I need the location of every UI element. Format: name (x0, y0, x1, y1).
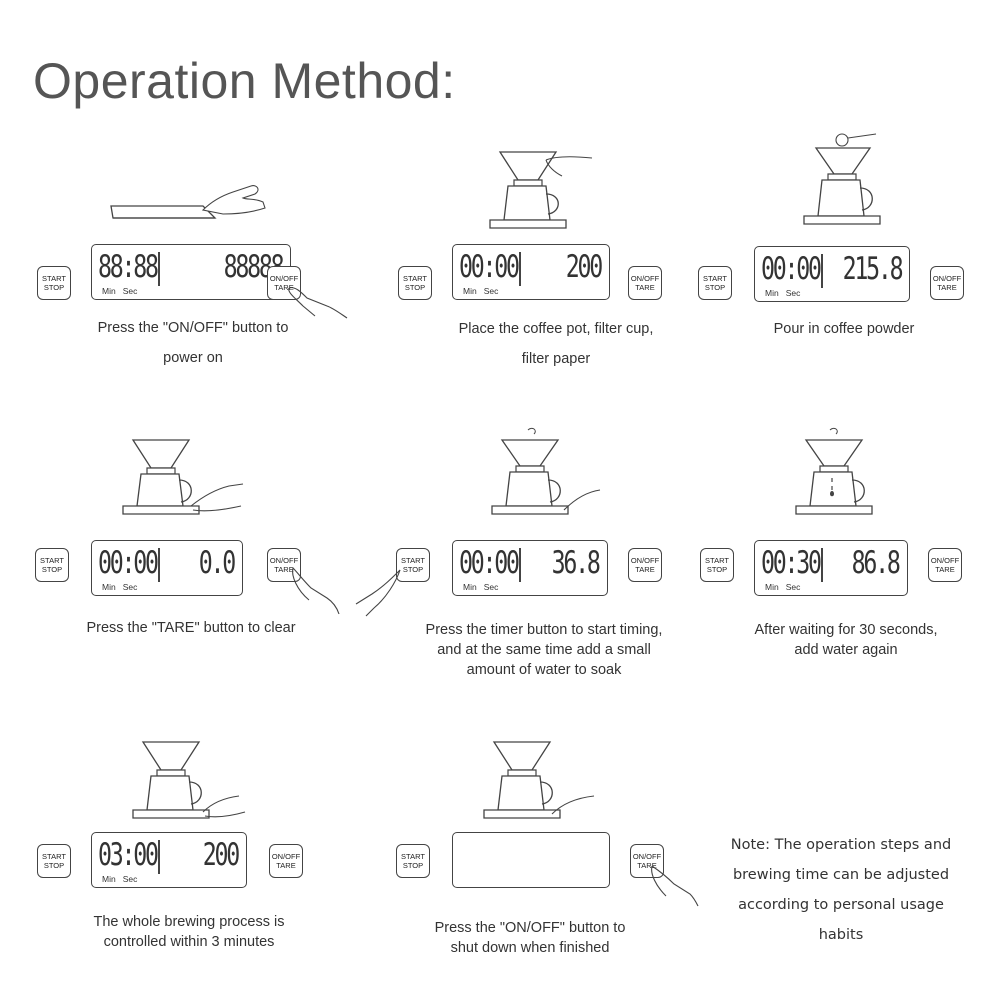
lcd-weight: 200 (202, 837, 241, 873)
lcd-time: 00:00 (761, 251, 822, 287)
lcd-time: 00:30 (761, 545, 822, 581)
lcd-time: 00:00 (459, 545, 520, 581)
pot-on-scale-illustration (396, 150, 716, 260)
lcd-time: 88:88 (98, 249, 159, 285)
pot-on-scale-illustration (380, 732, 700, 842)
pot-on-scale-illustration (33, 432, 353, 542)
pot-on-scale-illustration (33, 732, 353, 842)
pointing-hand-icon (646, 860, 700, 910)
lcd-time: 03:00 (98, 837, 159, 873)
lcd-time: 00:00 (459, 249, 520, 285)
pointing-hand-icon (281, 280, 351, 320)
step-caption: The whole brewing process is controlled … (93, 914, 285, 950)
pointing-hand-icon (287, 562, 347, 616)
scale-hand-illustration (33, 150, 353, 260)
lcd-weight: 200 (565, 249, 604, 285)
step-caption: Pour in coffee powder (773, 321, 915, 337)
page-title: Operation Method: (33, 53, 456, 109)
soak-illustration (380, 420, 700, 530)
add-water-illustration (680, 420, 1000, 530)
lcd-time: 00:00 (98, 545, 159, 581)
usage-note: Note: The operation steps and brewing ti… (730, 837, 952, 943)
step-caption: Press the "ON/OFF" button to power on (97, 320, 289, 366)
pointing-hand-icon (346, 560, 406, 620)
step-caption: After waiting for 30 seconds, add water … (754, 622, 938, 658)
lcd-weight: 86.8 (852, 545, 901, 581)
step-caption: Press the "TARE" button to clear (86, 620, 296, 636)
lcd-weight: 0.0 (198, 545, 237, 581)
lcd-display-off (452, 832, 610, 888)
lcd-weight: 36.8 (552, 545, 601, 581)
step-caption: Press the timer button to start timing, … (425, 622, 663, 678)
pour-powder-illustration (680, 130, 1000, 240)
step-caption: Place the coffee pot, filter cup, filter… (458, 321, 654, 367)
lcd-weight: 215.8 (842, 251, 903, 287)
step-caption: Press the "ON/OFF" button to shut down w… (434, 920, 626, 956)
